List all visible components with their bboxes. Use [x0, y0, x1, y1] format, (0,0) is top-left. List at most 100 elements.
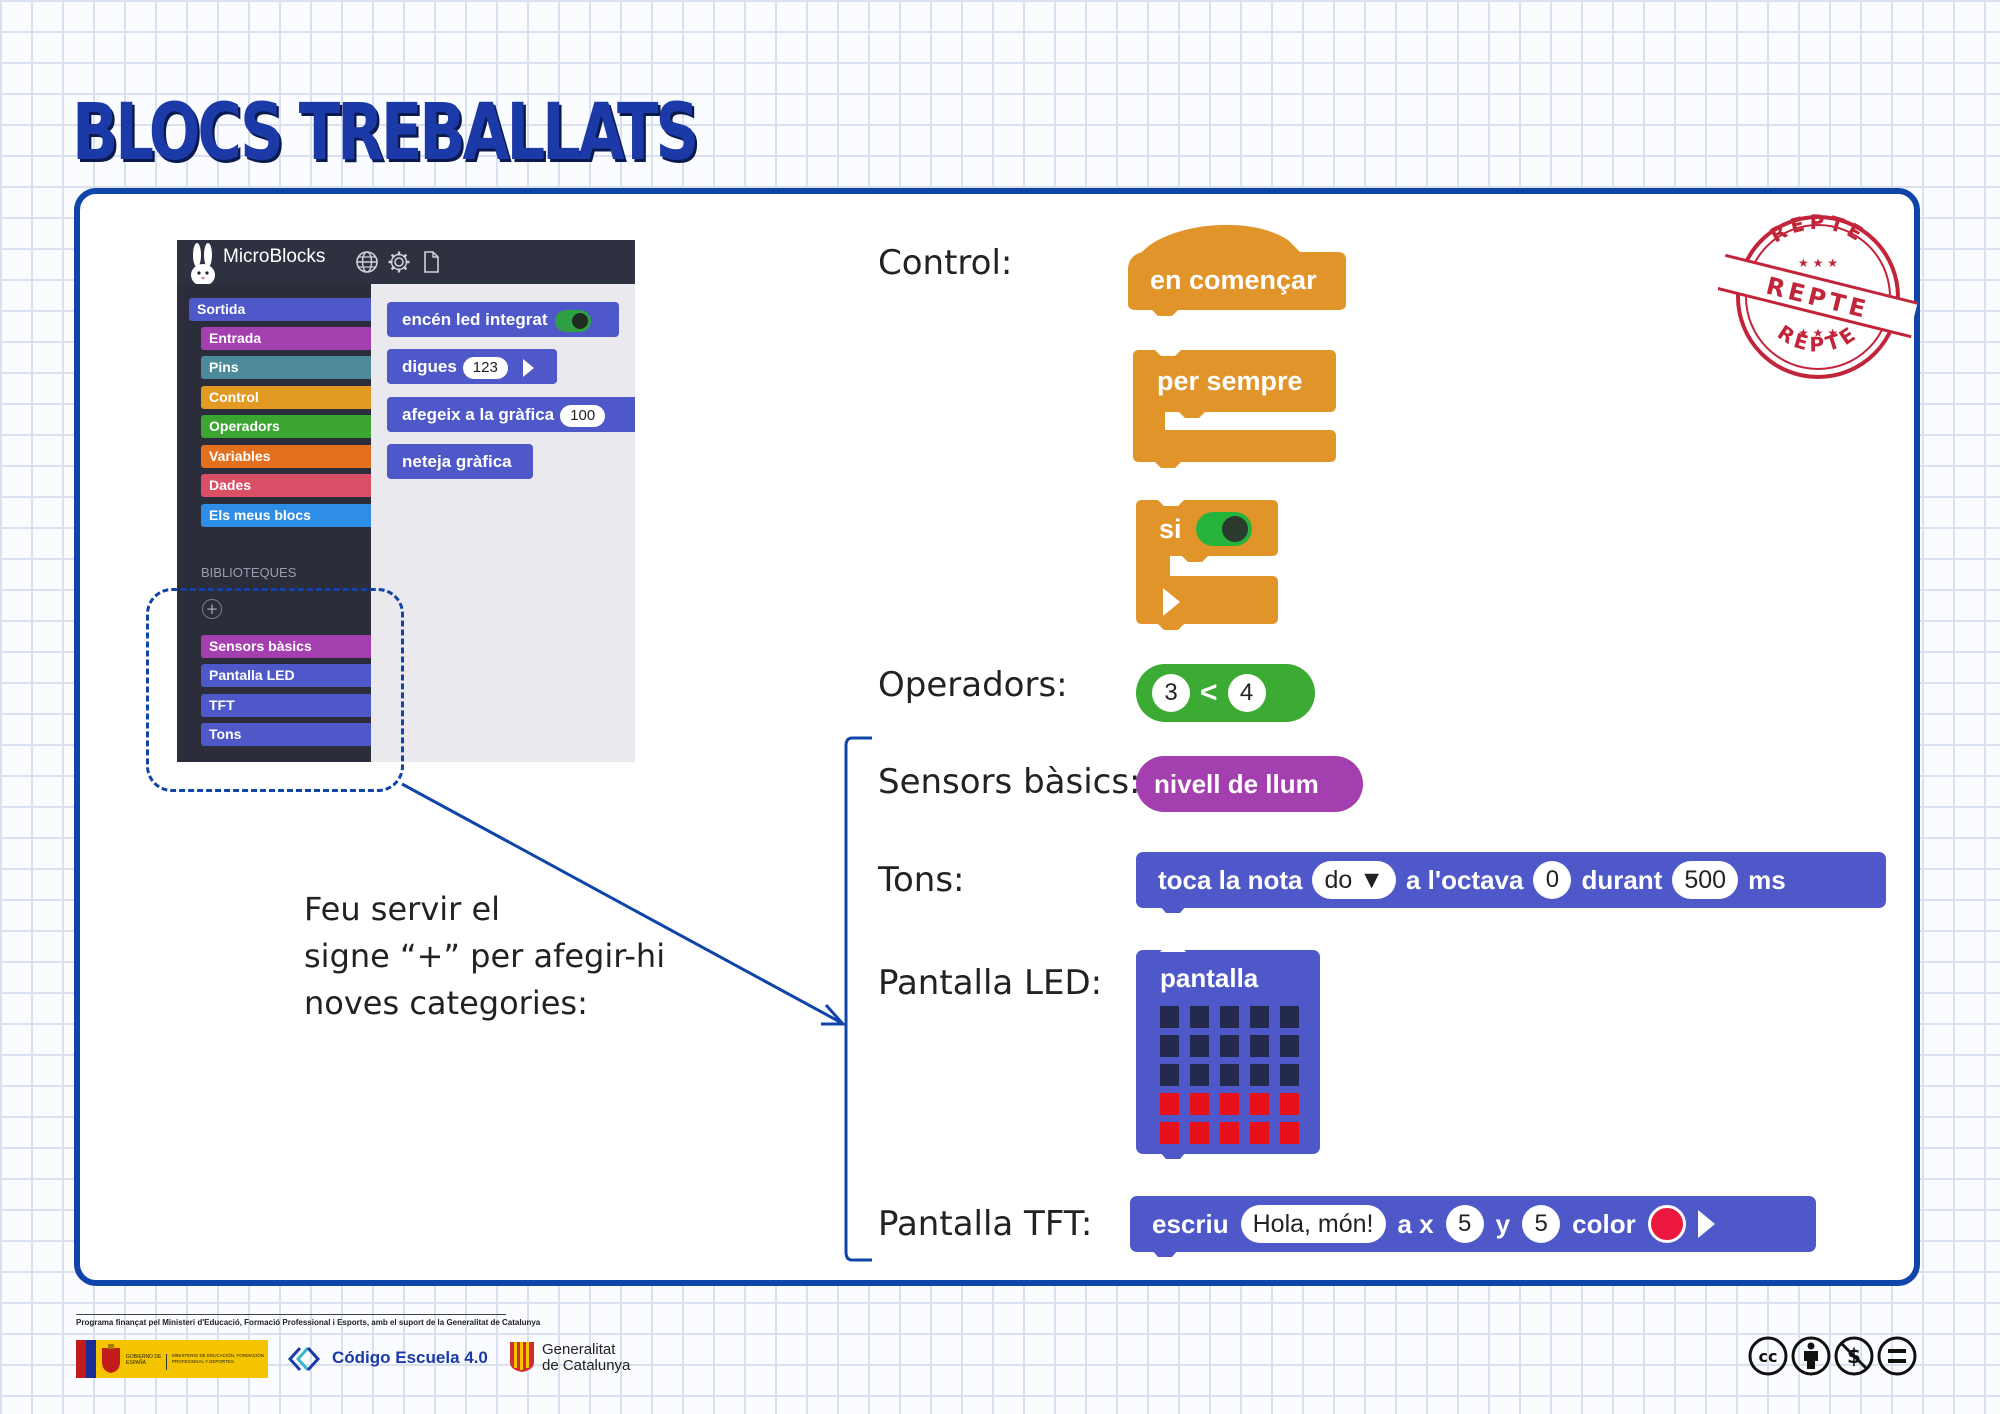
led-grid[interactable]	[1160, 1006, 1302, 1144]
toggle-icon	[555, 309, 592, 332]
library-pantalla-led[interactable]: Pantalla LED	[201, 664, 371, 687]
y-label: y	[1495, 1208, 1511, 1239]
led-cell[interactable]	[1160, 1035, 1179, 1057]
write-text-input[interactable]: Hola, món!	[1240, 1205, 1386, 1243]
led-cell[interactable]	[1220, 1093, 1239, 1115]
globe-icon[interactable]	[355, 250, 379, 274]
led-cell[interactable]	[1250, 1035, 1269, 1057]
block-notch	[1152, 1250, 1178, 1257]
microblocks-topbar: MicroBlocks	[177, 240, 635, 286]
duration-input[interactable]: 500	[1672, 861, 1739, 899]
palette-block-graph-label: afegeix a la gràfica	[402, 405, 555, 424]
note-dropdown[interactable]: do ▼	[1312, 861, 1396, 899]
block-notch	[1160, 906, 1186, 913]
play-note-block[interactable]: toca la nota do ▼ a l'octava 0 durant 50…	[1136, 852, 1886, 908]
svg-text:REPTE: REPTE	[1766, 210, 1870, 248]
expand-arrow-icon[interactable]	[522, 358, 534, 377]
slide-title: BLOCS TREBALLATS	[72, 88, 699, 178]
led-cell[interactable]	[1190, 1093, 1209, 1115]
category-sortida[interactable]: Sortida	[189, 298, 371, 321]
palette-block-clear[interactable]: neteja gràfica	[387, 444, 533, 479]
library-sensors-basics[interactable]: Sensors bàsics	[201, 635, 371, 658]
op-left-input[interactable]: 3	[1152, 674, 1190, 712]
led-cell[interactable]	[1250, 1093, 1269, 1115]
rabbit-logo-icon	[191, 243, 215, 286]
category-entrada[interactable]: Entrada	[201, 327, 371, 350]
x-label: a x	[1397, 1208, 1434, 1239]
library-tons[interactable]: Tons	[201, 723, 371, 746]
when-started-block[interactable]	[1128, 220, 1348, 316]
color-label: color	[1572, 1208, 1636, 1239]
color-swatch[interactable]	[1647, 1205, 1686, 1243]
led-cell[interactable]	[1280, 1122, 1299, 1144]
less-than-block[interactable]: 3 < 4	[1136, 664, 1315, 722]
x-input[interactable]: 5	[1445, 1205, 1484, 1243]
led-cell[interactable]	[1280, 1064, 1299, 1086]
gobierno-divider	[166, 1354, 167, 1370]
stamp-stars-top: ★ ★ ★	[1798, 256, 1838, 270]
led-cell[interactable]	[1160, 1006, 1179, 1028]
say-value-input[interactable]: 123	[462, 356, 508, 379]
led-cell[interactable]	[1160, 1122, 1179, 1144]
y-input[interactable]: 5	[1522, 1205, 1561, 1243]
op-symbol: <	[1200, 676, 1218, 709]
cc-license-icons: cc $	[1748, 1336, 1917, 1376]
category-pins[interactable]: Pins	[201, 356, 371, 379]
led-cell[interactable]	[1190, 1122, 1209, 1144]
led-cell[interactable]	[1280, 1093, 1299, 1115]
category-variables[interactable]: Variables	[201, 445, 371, 468]
octave-label: a l'octava	[1405, 864, 1524, 895]
libraries-highlight-box	[146, 588, 404, 792]
category-els-meus-blocs[interactable]: Els meus blocs	[201, 504, 371, 527]
led-cell[interactable]	[1220, 1035, 1239, 1057]
ministry-text: MINISTERIO DE EDUCACIÓN, FORMACIÓN PROFE…	[172, 1353, 265, 1364]
add-library-button[interactable]: +	[202, 599, 222, 619]
expand-arrow-icon[interactable]	[1697, 1210, 1715, 1238]
label-sensors: Sensors bàsics:	[878, 762, 1141, 802]
led-cell[interactable]	[1190, 1064, 1209, 1086]
octave-input[interactable]: 0	[1533, 861, 1572, 899]
graph-value-input[interactable]: 100	[560, 404, 606, 427]
palette-block-led-label: encén led integrat	[402, 310, 548, 329]
libraries-bracket	[844, 736, 872, 1262]
led-cell[interactable]	[1280, 1006, 1299, 1028]
library-tft[interactable]: TFT	[201, 694, 371, 717]
led-cell[interactable]	[1160, 1093, 1179, 1115]
category-control[interactable]: Control	[201, 386, 371, 409]
forever-block[interactable]	[1133, 350, 1338, 468]
led-cell[interactable]	[1280, 1035, 1299, 1057]
category-operadors[interactable]: Operadors	[201, 415, 371, 438]
write-label: escriu	[1152, 1208, 1229, 1239]
hint-text: Feu servir el signe “+” per afegir-hi no…	[304, 886, 665, 1027]
hint-line-1: Feu servir el	[304, 890, 501, 928]
generalitat-line-1: Generalitat	[542, 1341, 616, 1358]
led-cell[interactable]	[1220, 1122, 1239, 1144]
gear-icon[interactable]	[387, 250, 411, 274]
tft-write-block[interactable]: escriu Hola, món! a x 5 y 5 color	[1130, 1196, 1816, 1252]
file-icon[interactable]	[419, 250, 443, 274]
palette-block-led[interactable]: encén led integrat	[387, 302, 619, 337]
led-cell[interactable]	[1250, 1064, 1269, 1086]
led-cell[interactable]	[1190, 1006, 1209, 1028]
label-tons: Tons:	[878, 860, 965, 900]
program-note: Programa finançat pel Ministeri d'Educac…	[76, 1318, 541, 1327]
toggle-icon[interactable]	[1196, 512, 1252, 546]
led-cell[interactable]	[1190, 1035, 1209, 1057]
category-dades[interactable]: Dades	[201, 474, 371, 497]
led-cell[interactable]	[1220, 1006, 1239, 1028]
palette-block-graph[interactable]: afegeix a la gràfica 100	[387, 397, 635, 432]
op-right-input[interactable]: 4	[1227, 674, 1266, 712]
led-cell[interactable]	[1160, 1064, 1179, 1086]
led-cell[interactable]	[1250, 1006, 1269, 1028]
codigo-escuela-logo-icon	[288, 1346, 321, 1372]
footer-divider	[76, 1314, 506, 1315]
led-cell[interactable]	[1220, 1064, 1239, 1086]
light-level-block[interactable]: nivell de llum	[1136, 756, 1363, 812]
generalitat-line-2: de Catalunya	[542, 1357, 631, 1374]
flag-stripe	[86, 1340, 96, 1378]
cc-icon: cc	[1759, 1347, 1778, 1366]
led-cell[interactable]	[1250, 1122, 1269, 1144]
libraries-header: BIBLIOTEQUES	[201, 565, 297, 580]
